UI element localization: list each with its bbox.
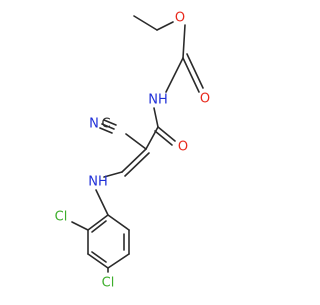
bond-ring-c4-c5 xyxy=(107,253,130,269)
atom-label-chlorine-ortho: Cl xyxy=(55,210,68,225)
bond-amide-c-o-double-b xyxy=(154,130,173,146)
bond-alkene-c-nitrile-c xyxy=(125,133,147,150)
bond-o-carbamate-c xyxy=(182,24,186,59)
bond-alkene-cc-double-a xyxy=(121,148,147,173)
bond-ethyl-ch3-ch2 xyxy=(133,15,158,31)
atom-label-nitrile-c: C xyxy=(101,117,110,132)
bond-ethyl-ch2-o xyxy=(156,21,174,31)
bonds xyxy=(71,15,204,273)
bond-ring-c3-c4 xyxy=(87,253,109,269)
atom-label-amide-nh: NH xyxy=(148,93,168,108)
bond-carbamate-c-o-double-b xyxy=(186,53,204,89)
bond-ring-inner-c1-c2 xyxy=(91,220,107,233)
bond-amide-c-o-double-a xyxy=(157,126,176,142)
bond-amide-c-alkene-c xyxy=(145,126,159,150)
structure-canvas: O O NH N C O NH Cl Cl xyxy=(55,11,210,291)
atom-label-carbamate-oxygen: O xyxy=(200,92,210,107)
bond-alkene-ch-nh xyxy=(103,171,123,178)
bond-carbamate-c-o-double-a xyxy=(182,57,200,93)
bond-ring-c6-c1 xyxy=(107,214,130,231)
atom-label-aniline-nh: NH xyxy=(88,175,108,190)
atom-label-ether-oxygen: O xyxy=(175,11,185,26)
bond-nh-aryl-c1 xyxy=(95,189,109,216)
bond-carbamate-c-nh xyxy=(165,57,184,93)
bond-nitrile-triple-a xyxy=(101,123,115,130)
bond-nh-amide-c xyxy=(153,107,159,128)
bond-nitrile-triple-b xyxy=(103,119,117,126)
bond-alkene-cc-double-b xyxy=(124,152,150,177)
atom-label-chlorine-para: Cl xyxy=(102,276,115,291)
atom-label-amide-oxygen: O xyxy=(178,140,188,155)
bond-ring-inner-c3-c4 xyxy=(91,251,107,263)
bond-c2-cl-ortho xyxy=(71,221,89,231)
atom-label-nitrile-n: N xyxy=(89,117,99,132)
bond-nitrile-triple-c xyxy=(99,127,113,134)
molecule-structure: O O NH N C O NH Cl Cl xyxy=(55,11,210,291)
bond-ring-c1-c2 xyxy=(87,214,109,231)
